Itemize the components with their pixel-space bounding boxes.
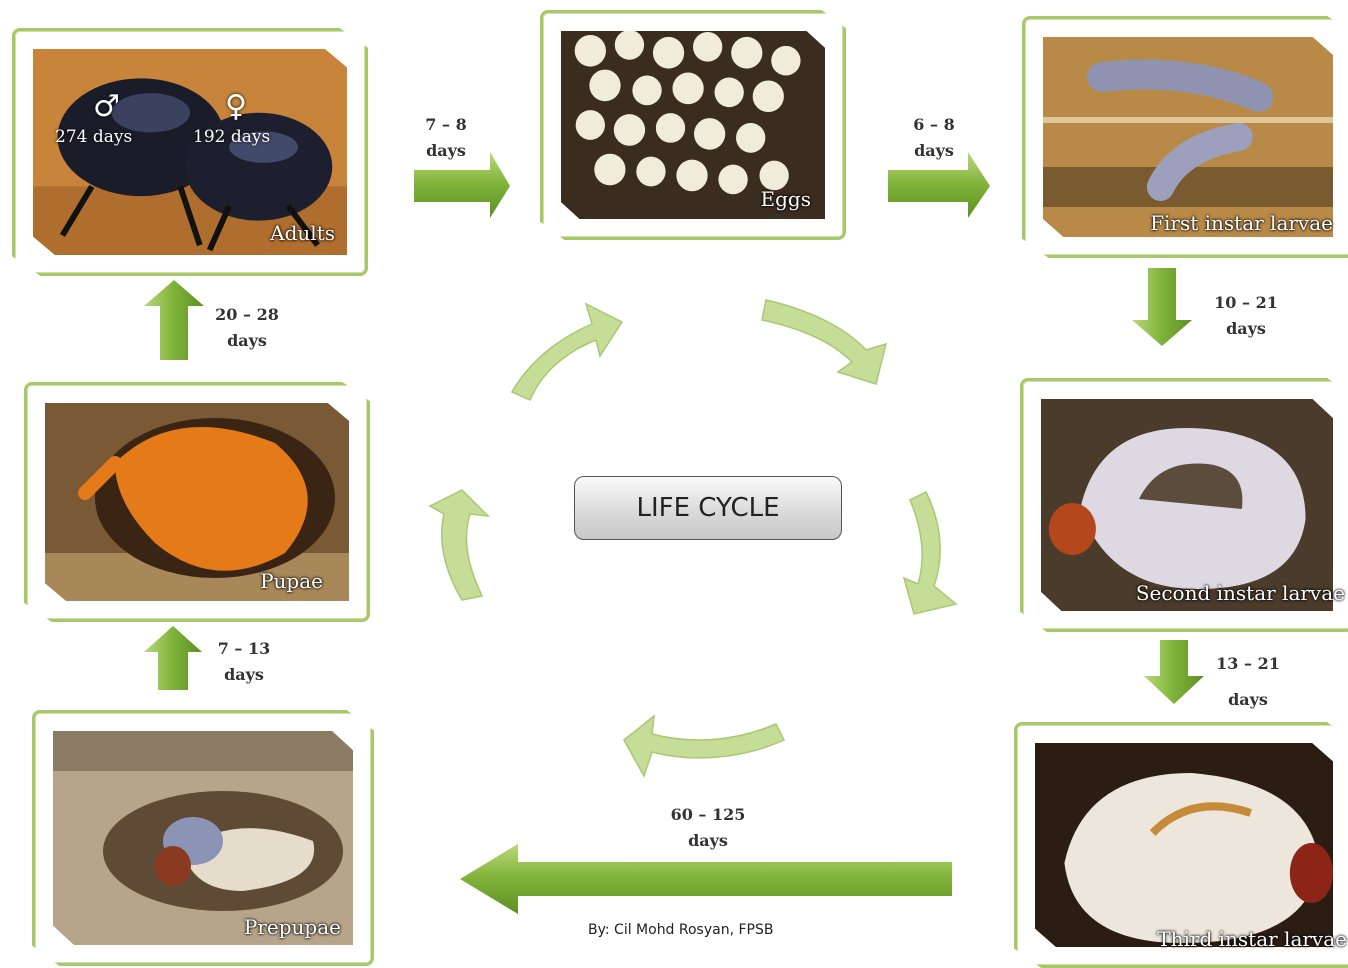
duration-range: 20 – 28	[215, 302, 279, 328]
life-cycle-title: LIFE CYCLE	[574, 476, 842, 540]
cycle-arrow-1	[512, 304, 622, 400]
stage-card-first-instar: First instar larvae	[1022, 16, 1348, 258]
author-credit: By: Cil Mohd Rosyan, FPSB	[588, 922, 773, 938]
stage-caption-first-instar: First instar larvae	[1150, 211, 1333, 235]
duration-range: 13 – 21	[1216, 646, 1280, 682]
duration-eggs-to-first: 6 – 8 days	[913, 112, 954, 164]
stage-card-pupae: Pupae	[24, 382, 370, 622]
arrow-pupae-to-adults	[144, 280, 204, 360]
duration-adults-to-eggs: 7 – 8 days	[425, 112, 466, 164]
stage-card-second-instar: Second instar larvae	[1020, 378, 1348, 632]
duration-unit: days	[215, 328, 279, 354]
second-instar-photo	[1041, 399, 1333, 611]
cycle-arrow-2	[762, 300, 886, 384]
cycle-arrow-4	[624, 716, 784, 776]
arrow-third-to-prepupae	[460, 844, 952, 914]
duration-unit: days	[913, 138, 954, 164]
duration-unit: days	[1216, 682, 1280, 718]
duration-range: 60 – 125	[671, 802, 746, 828]
cycle-arrow-5	[430, 490, 488, 600]
stage-caption-prepupae: Prepupae	[244, 915, 341, 939]
cycle-arrow-3	[904, 492, 956, 614]
stage-caption-pupae: Pupae	[260, 569, 323, 593]
prepupae-photo	[53, 731, 353, 945]
stage-caption-third-instar: Third instar larvae	[1157, 927, 1347, 951]
duration-range: 10 – 21	[1214, 290, 1278, 316]
arrow-second-to-third	[1144, 640, 1204, 704]
third-instar-photo	[1035, 743, 1333, 947]
male-lifespan: 274 days	[55, 127, 132, 147]
female-symbol: ♀	[225, 89, 247, 124]
stage-caption-second-instar: Second instar larvae	[1136, 581, 1345, 605]
arrow-prepupae-to-pupae	[144, 626, 202, 690]
life-cycle-title-text: LIFE CYCLE	[636, 493, 779, 523]
duration-range: 6 – 8	[913, 112, 954, 138]
duration-range: 7 – 13	[218, 636, 271, 662]
duration-second-to-third: 13 – 21 days	[1216, 646, 1280, 718]
duration-prepupae-to-pupae: 7 – 13 days	[218, 636, 271, 688]
stage-caption-adults: Adults	[270, 221, 335, 245]
duration-unit: days	[425, 138, 466, 164]
stage-caption-eggs: Eggs	[761, 187, 811, 211]
stage-card-eggs: Eggs	[540, 10, 846, 240]
male-symbol: ♂	[93, 89, 120, 124]
first-instar-photo	[1043, 37, 1333, 237]
duration-unit: days	[218, 662, 271, 688]
stage-card-adults: ♂ 274 days ♀ 192 days Adults	[12, 28, 368, 276]
duration-first-to-second: 10 – 21 days	[1214, 290, 1278, 342]
duration-third-to-prepupae: 60 – 125 days	[671, 802, 746, 854]
duration-pupae-to-adults: 20 – 28 days	[215, 302, 279, 354]
arrow-first-to-second	[1132, 268, 1192, 346]
duration-range: 7 – 8	[425, 112, 466, 138]
duration-unit: days	[671, 828, 746, 854]
duration-unit: days	[1214, 316, 1278, 342]
stage-card-prepupae: Prepupae	[32, 710, 374, 966]
stage-card-third-instar: Third instar larvae	[1014, 722, 1348, 968]
female-lifespan: 192 days	[193, 127, 270, 147]
